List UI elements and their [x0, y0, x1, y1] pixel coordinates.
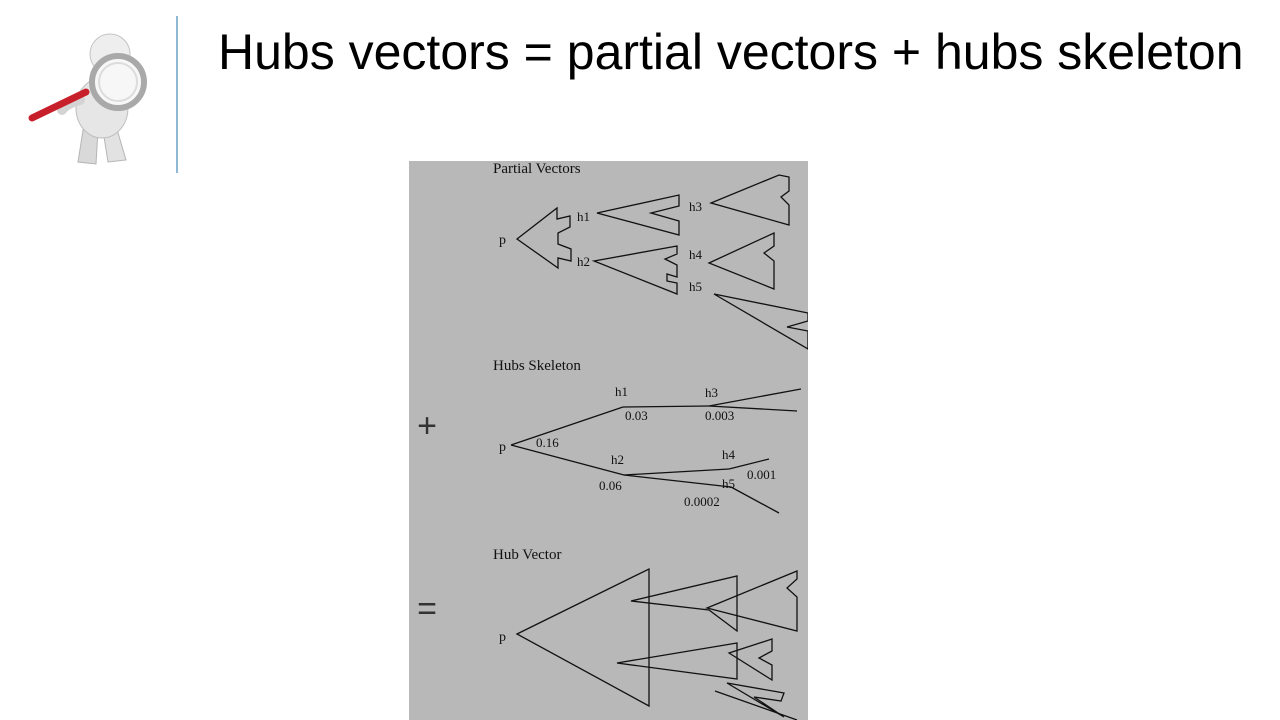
- skeleton-hub-label: h3: [705, 385, 718, 400]
- hub-diagram: Partial Vectors p h1 h2 h3 h4 h5 Hubs Sk…: [409, 161, 808, 720]
- hub-vector-root-label: p: [499, 630, 506, 645]
- skeleton-hub-label: h5: [722, 476, 735, 491]
- skeleton-hub-label: h4: [722, 447, 736, 462]
- skeleton-root-label: p: [499, 440, 506, 455]
- slide-title: Hubs vectors = partial vectors + hubs sk…: [218, 24, 1244, 80]
- partial-hub-label: h3: [689, 199, 702, 214]
- partial-root-label: p: [499, 233, 506, 248]
- hub-vector-heading: Hub Vector: [493, 547, 561, 563]
- skeleton-value-label: 0.16: [536, 435, 559, 450]
- partial-hub-label: h5: [689, 279, 702, 294]
- hubs-skeleton-heading: Hubs Skeleton: [493, 358, 581, 374]
- partial-hub-label: h4: [689, 247, 703, 262]
- skeleton-hub-label: h2: [611, 452, 624, 467]
- skeleton-value-label: 0.03: [625, 408, 648, 423]
- skeleton-value-label: 0.001: [747, 467, 776, 482]
- skeleton-hub-label: h1: [615, 384, 628, 399]
- skeleton-value-label: 0.0002: [684, 494, 720, 509]
- partial-hub-label: h1: [577, 209, 590, 224]
- equals-operator: =: [417, 590, 437, 628]
- person-magnifier-icon: [22, 26, 162, 168]
- plus-operator: +: [417, 407, 437, 445]
- skeleton-value-label: 0.06: [599, 478, 622, 493]
- partial-hub-label: h2: [577, 254, 590, 269]
- title-divider: [176, 16, 178, 173]
- partial-vectors-heading: Partial Vectors: [493, 161, 581, 177]
- skeleton-value-label: 0.003: [705, 408, 734, 423]
